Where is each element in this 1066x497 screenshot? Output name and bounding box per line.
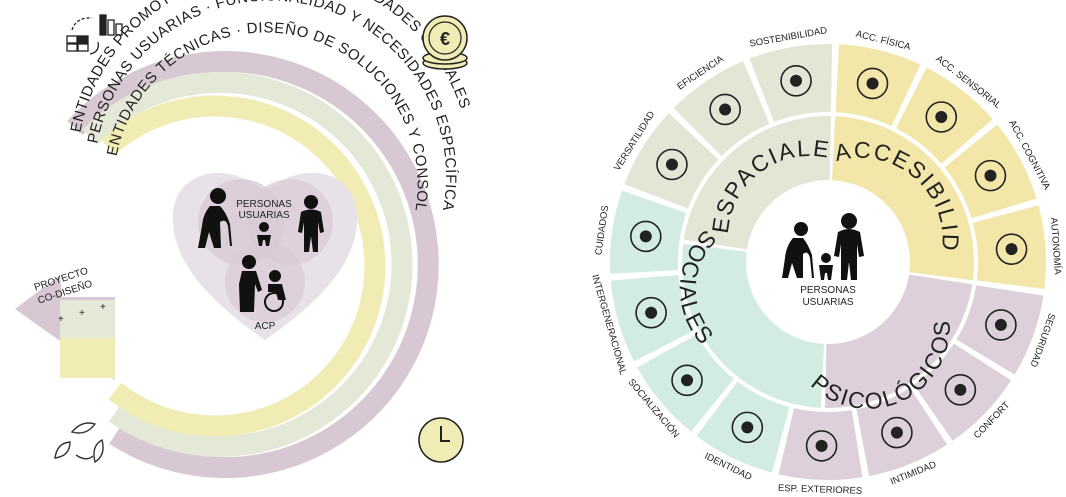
segment-icon-dot-5 — [994, 318, 1007, 331]
segment-label-8: ESP. EXTERIORES — [778, 483, 863, 497]
segment-icon-10 — [671, 364, 703, 397]
segment-icon-2 — [925, 101, 958, 133]
center-label-usuarias: USUARIAS — [802, 297, 853, 308]
ring-band-tecnicas — [101, 95, 386, 437]
segment-icon-14 — [709, 93, 741, 126]
left-codesign-diagram: ENTIDADES PROMOTORAS · GESTIÓN Y NECESID… — [0, 0, 473, 479]
segment-icon-dot-1 — [866, 77, 879, 90]
center-people-icon — [782, 213, 864, 280]
leaves-icon — [54, 422, 104, 464]
category-band-3 — [682, 243, 824, 408]
segment-label-4: AUTONOMÍA — [1048, 217, 1063, 276]
segment-label-12: CUIDADOS — [593, 205, 611, 256]
euro-symbol: € — [440, 29, 450, 49]
segment-icon-dot-9 — [741, 421, 754, 434]
child-icon — [257, 222, 271, 246]
elderly-person-icon — [198, 188, 232, 248]
plus-sign-2: + — [79, 308, 85, 319]
segment-icon-dot-13 — [665, 158, 678, 171]
plus-sign-3: + — [100, 302, 106, 313]
segment-icon-dot-10 — [681, 374, 694, 387]
codesign-arrow: PROYECTO CO-DISEÑO + + + — [15, 266, 115, 380]
segment-icon-15 — [780, 64, 812, 97]
segment-icon-1 — [856, 67, 889, 100]
segment-icon-dot-12 — [639, 230, 652, 243]
caregiver-wheelchair-icon — [239, 255, 286, 312]
segment-icon-dot-6 — [954, 383, 967, 396]
ring-band-usuarias — [82, 71, 413, 457]
plus-sign-1: + — [58, 314, 64, 325]
inner-categories — [682, 115, 975, 409]
layout-modules-icon — [66, 14, 123, 55]
segment-icon-dot-3 — [984, 169, 997, 182]
clock-icon — [418, 417, 464, 463]
segment-icon-dot-14 — [719, 103, 732, 116]
segment-icon-12 — [629, 220, 662, 253]
heart-label-acp: ACP — [255, 321, 276, 332]
adult-person-icon — [298, 195, 324, 252]
segment-icon-6 — [944, 374, 977, 406]
category-band-1 — [832, 116, 975, 281]
segment-icon-8 — [805, 430, 838, 462]
segment-icon-3 — [974, 159, 1007, 192]
category-band-2 — [824, 274, 973, 409]
coin-stack-icon: € — [422, 15, 468, 70]
heart-label-personas: PERSONAS — [236, 199, 292, 210]
segment-icons — [629, 64, 1028, 462]
segment-icon-13 — [656, 148, 688, 181]
segment-icon-7 — [881, 416, 913, 449]
segment-icon-9 — [731, 411, 764, 444]
segment-icon-dot-4 — [1005, 243, 1018, 256]
segment-icon-5 — [985, 309, 1017, 341]
heart-shape — [172, 172, 358, 340]
segment-icon-dot-7 — [890, 426, 903, 439]
segment-icon-dot-11 — [645, 306, 658, 319]
ring-band-promotoras — [67, 51, 439, 479]
segment-icon-11 — [635, 296, 667, 329]
segment-icon-dot-2 — [935, 111, 948, 124]
center-label-personas: PERSONAS — [800, 285, 856, 296]
category-band-4 — [683, 115, 832, 250]
segment-icon-dot-8 — [815, 439, 828, 452]
heart-label-usuarias: USUARIAS — [238, 210, 289, 221]
segment-icon-dot-15 — [790, 74, 803, 87]
segment-icon-4 — [995, 233, 1028, 265]
